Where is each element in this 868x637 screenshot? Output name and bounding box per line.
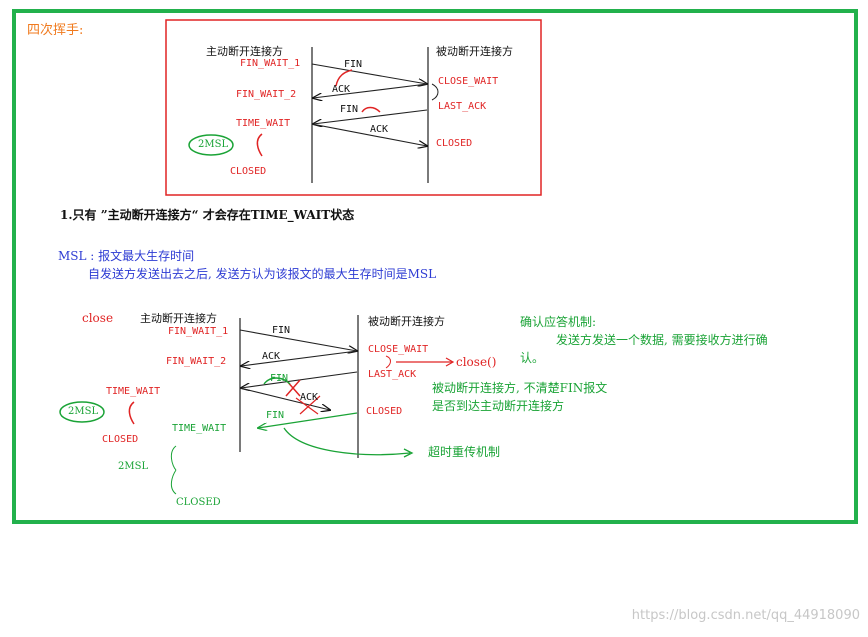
top-timer-2msl: 2MSL — [198, 139, 229, 150]
section-title: 四次挥手: — [27, 23, 84, 38]
top-state-fin-wait-1: FIN_WAIT_1 — [240, 58, 301, 69]
top-state-closed-passive: CLOSED — [436, 138, 473, 149]
bottom-fin1-arrow — [239, 329, 357, 351]
bottom-red-brace-2 — [128, 401, 135, 425]
top-passive-header: 被动断开连接方 — [436, 45, 513, 58]
top-msg-fin-1: FIN — [344, 59, 363, 70]
top-ack2-arrow — [311, 123, 427, 146]
bottom-msg-fin-retrans: FIN — [266, 410, 285, 421]
bottom-state-fin-wait-2: FIN_WAIT_2 — [166, 356, 227, 367]
top-state-close-wait: CLOSE_WAIT — [438, 76, 499, 87]
bottom-state-last-ack: LAST_ACK — [368, 369, 417, 380]
bottom-active-header: 主动断开连接方 — [140, 312, 217, 325]
timeout-retrans-label: 超时重传机制 — [428, 445, 501, 459]
close-call-label: close() — [456, 355, 497, 369]
bottom-msg-ack-2: ACK — [300, 392, 319, 403]
bottom-state-fin-wait-1: FIN_WAIT_1 — [168, 326, 229, 337]
bottom-state-time-wait: TIME_WAIT — [106, 386, 161, 397]
bottom-passive-header: 被动断开连接方 — [368, 315, 445, 328]
top-fin2-arrow — [313, 109, 428, 124]
bottom-msg-ack-1: ACK — [262, 351, 281, 362]
top-state-closed-active: CLOSED — [230, 166, 267, 177]
bottom-red-brace — [385, 355, 391, 369]
top-state-time-wait: TIME_WAIT — [236, 118, 291, 129]
bottom-retrans-fin-arrow — [258, 412, 358, 428]
top-msg-ack-2: ACK — [370, 124, 389, 135]
top-brace — [431, 83, 439, 101]
watermark: https://blog.csdn.net/qq_44918090 — [631, 608, 860, 623]
bottom-state-close-wait: CLOSE_WAIT — [368, 344, 429, 355]
bottom-msg-fin-1: FIN — [272, 325, 291, 336]
top-red-brace — [256, 133, 263, 157]
retrans-closed: CLOSED — [176, 497, 221, 508]
top-red-curl-2 — [361, 106, 381, 113]
top-2msl-circle — [188, 134, 234, 156]
bottom-close-label: close — [82, 311, 114, 325]
passive-note-line1: 被动断开连接方, 不清楚FIN报文 — [432, 381, 608, 395]
green-2msl-brace — [170, 445, 177, 495]
green-frame — [12, 9, 858, 524]
ack-mechanism-title: 确认应答机制: — [520, 315, 597, 329]
bottom-green-curl — [263, 377, 291, 385]
top-fin1-arrow — [311, 63, 427, 84]
bottom-state-closed-passive: CLOSED — [366, 406, 403, 417]
top-ack1-arrow — [313, 83, 428, 98]
bottom-fin2-arrow — [241, 371, 358, 388]
bottom-state-closed-active: CLOSED — [102, 434, 139, 445]
ack-mechanism-line2: 认。 — [520, 351, 545, 365]
msl-description: 自发送方发送出去之后, 发送方认为该报文的最大生存时间是MSL — [88, 267, 437, 281]
bottom-red-cross-2 — [295, 395, 321, 415]
passive-note-line2: 是否到达主动断开连接方 — [432, 399, 565, 413]
ack-mechanism-line1: 发送方发送一个数据, 需要接收方进行确 — [556, 333, 768, 347]
timeout-arrow — [283, 427, 411, 456]
bottom-2msl-circle — [59, 401, 105, 423]
top-red-curl-1 — [335, 69, 353, 87]
bottom-ack2-arrow — [239, 387, 330, 410]
top-msg-fin-2: FIN — [340, 104, 359, 115]
top-state-fin-wait-2: FIN_WAIT_2 — [236, 89, 297, 100]
msl-label: MSL : 报文最大生存时间 — [58, 249, 195, 263]
top-msg-ack-1: ACK — [332, 84, 351, 95]
top-red-box — [165, 19, 542, 196]
bottom-msg-fin-2: FIN — [270, 373, 289, 384]
top-active-header: 主动断开连接方 — [206, 45, 283, 58]
bottom-ack1-arrow — [241, 350, 358, 366]
bottom-timer-2msl: 2MSL — [68, 406, 99, 417]
retrans-time-wait: TIME_WAIT — [172, 423, 227, 434]
retrans-2msl: 2MSL — [118, 461, 149, 472]
note-time-wait: 1.只有 ”主动断开连接方“ 才会存在TIME_WAIT状态 — [60, 208, 355, 222]
top-state-last-ack: LAST_ACK — [438, 101, 487, 112]
